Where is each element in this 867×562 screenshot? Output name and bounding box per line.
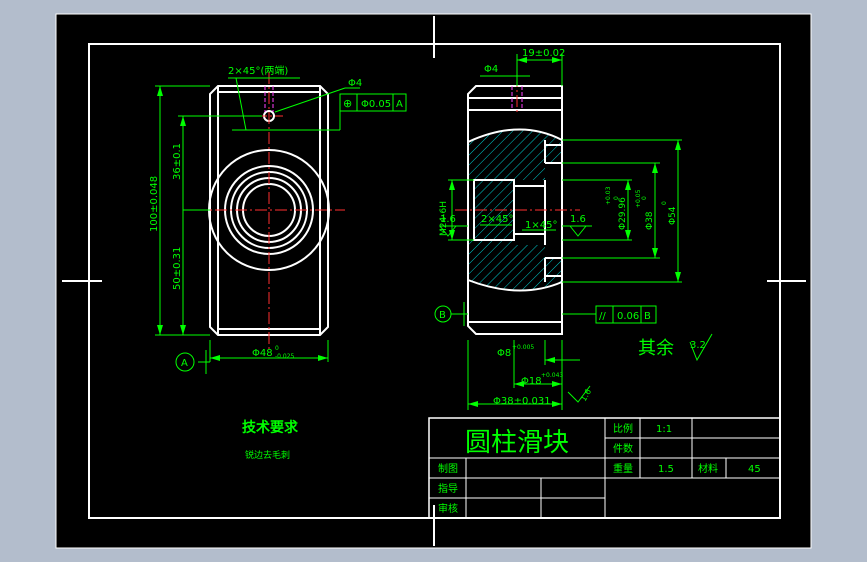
dim-thread: M24-6H bbox=[439, 201, 449, 236]
material-label: 材料 bbox=[698, 462, 718, 475]
dim-bore-tol-lower: 0 bbox=[613, 196, 620, 200]
dim-upper: 36±0.1 bbox=[172, 143, 183, 180]
position-datum: A bbox=[396, 99, 403, 110]
dim-18-tol: +0.043 bbox=[541, 372, 563, 379]
dim-mid-tol-upper: +0.05 bbox=[635, 189, 642, 208]
right-view: 19±0.02 Φ4 M24-6H 1.6 2×45° 1×45° 1.6 Φ2… bbox=[434, 48, 713, 410]
roughness-right: 1.6 bbox=[570, 214, 586, 225]
scale-label: 比例 bbox=[613, 422, 633, 435]
chamfer-note-left: 2×45°(两端) bbox=[228, 64, 288, 77]
roughness-left: 1.6 bbox=[440, 214, 456, 225]
position-symbol: ⊕ bbox=[343, 97, 352, 110]
parallel-symbol: // bbox=[599, 311, 606, 322]
dim-mid: Φ38 bbox=[645, 211, 655, 230]
dim-width: Φ48 bbox=[252, 348, 273, 359]
dim-bore-tol-upper: +0.03 bbox=[605, 186, 612, 205]
parallel-datum: B bbox=[644, 311, 651, 322]
dim-mid-tol-lower: 0 bbox=[641, 196, 648, 200]
others-roughness: 3.2 bbox=[690, 340, 706, 351]
drawing-sheet bbox=[55, 13, 812, 549]
centering-marks bbox=[62, 16, 806, 546]
drawn-label: 制图 bbox=[438, 462, 458, 475]
dim-width-tol-lower: -0.025 bbox=[275, 353, 295, 360]
material-value: 45 bbox=[748, 464, 761, 475]
dim-width-tol-upper: 0 bbox=[275, 345, 279, 352]
hole-label-right: Φ4 bbox=[484, 64, 498, 75]
chamfer-right: 1×45° bbox=[525, 220, 557, 231]
requirements-line-1: 锐边去毛刺 bbox=[245, 449, 290, 461]
dim-outer: Φ54 bbox=[668, 206, 678, 225]
dim-small-tol: +0.005 bbox=[512, 344, 534, 351]
chamfer-left: 2×45° bbox=[481, 214, 513, 225]
others-label: 其余 bbox=[638, 338, 674, 359]
datum-a-label: A bbox=[181, 358, 188, 369]
datum-b-label: B bbox=[439, 310, 446, 321]
weight-label: 重量 bbox=[613, 462, 633, 475]
dim-small: Φ8 bbox=[497, 348, 511, 359]
dim-lower: 50±0.31 bbox=[172, 247, 183, 290]
weight-value: 1.5 bbox=[658, 464, 674, 475]
requirements-title: 技术要求 bbox=[242, 419, 299, 436]
dim-bore: Φ29.96 bbox=[618, 197, 628, 230]
left-view: 2×45°(两端) Φ4 ⊕ Φ0.05 A 100±0.048 36±0.1 … bbox=[149, 64, 407, 374]
title-block bbox=[428, 417, 781, 519]
dim-top-right: 19±0.02 bbox=[522, 48, 565, 59]
dim-outer-tol: 0 bbox=[661, 201, 668, 205]
review-label: 审核 bbox=[438, 502, 458, 515]
part-name: 圆柱滑块 bbox=[465, 428, 569, 458]
dim-total-height: 100±0.048 bbox=[149, 176, 160, 232]
guide-label: 指导 bbox=[438, 482, 458, 495]
dim-18: Φ18 bbox=[521, 376, 542, 387]
position-tolerance: Φ0.05 bbox=[361, 99, 391, 110]
parallel-tolerance: 0.06 bbox=[617, 311, 639, 322]
section-hatch bbox=[468, 129, 562, 291]
dim-38: Φ38±0.031 bbox=[493, 396, 551, 407]
qty-label: 件数 bbox=[613, 442, 633, 455]
scale-value: 1:1 bbox=[656, 424, 672, 435]
hole-label-left: Φ4 bbox=[348, 78, 362, 89]
